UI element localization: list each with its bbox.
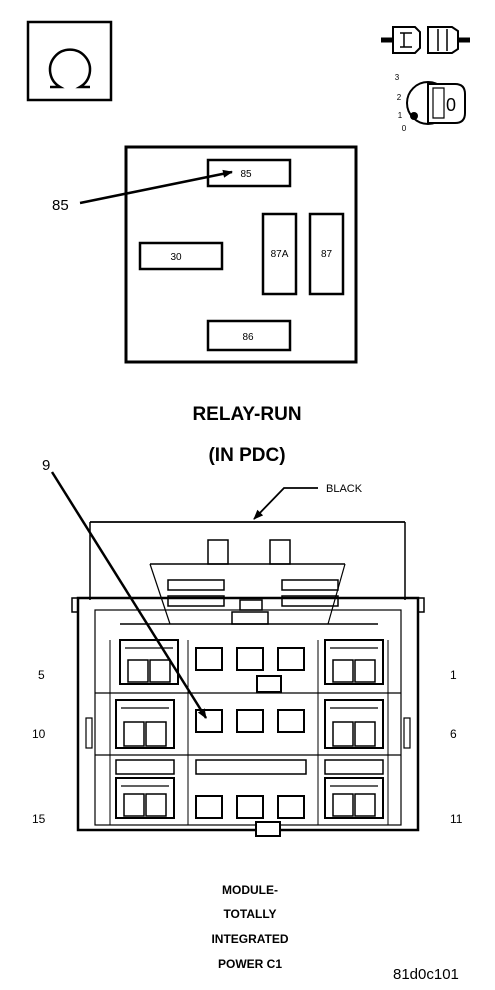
connector-body: [76, 596, 420, 832]
relay-body: [124, 145, 358, 364]
ignition-position-0: 0: [402, 124, 407, 133]
cavity-callout-arrow: [50, 471, 208, 719]
ignition-position-2: 2: [397, 93, 402, 102]
cavity-callout-label: 9: [42, 457, 50, 474]
ignition-position-3: 3: [395, 73, 400, 82]
relay-pinout: 85 30 87A 87 86 85: [52, 145, 358, 364]
connector-disconnect-icon: [381, 26, 470, 54]
relay-callout-label: 85: [52, 197, 69, 214]
row-label-left-2: 10: [32, 727, 46, 741]
row-label-right-1: 1: [450, 668, 457, 682]
relay-pin-87a-label: 87A: [271, 249, 289, 260]
relay-title-line1: RELAY-RUN: [192, 404, 301, 425]
relay-callout-arrow: [79, 169, 233, 205]
color-callout-line: [253, 487, 318, 520]
connector-color-label: BLACK: [326, 483, 363, 495]
row-label-left-1: 5: [38, 668, 45, 682]
ohm-meter-icon: [26, 20, 113, 102]
relay-pin-86: [206, 319, 292, 352]
relay-pin-30: [138, 241, 224, 271]
row-label-left-3: 15: [32, 812, 46, 826]
ignition-position-1: 1: [398, 111, 403, 120]
relay-pin-87-label: 87: [321, 249, 333, 260]
relay-pin-30-label: 30: [170, 252, 182, 263]
cavity-row-3: [115, 759, 384, 837]
relay-pin-85-label: 85: [240, 169, 252, 180]
connector-caption-line3: INTEGRATED: [211, 932, 288, 946]
connector-caption-line2: TOTALLY: [223, 907, 276, 921]
relay-title-line2: (IN PDC): [208, 445, 285, 466]
row-label-right-3: 11: [450, 812, 463, 826]
connector-caption-line4: POWER C1: [218, 957, 282, 971]
figure-code: 81d0c101: [393, 966, 459, 983]
ignition-key-label: 0: [446, 95, 456, 115]
relay-pin-87: [308, 212, 345, 296]
relay-pin-87a: [261, 212, 298, 296]
connector-c1: BLACK 9 5 10 15 1 6 11: [32, 457, 463, 837]
cavity-row-2: [115, 699, 384, 749]
relay-pin-86-label: 86: [242, 332, 254, 343]
cavity-row-1: [119, 639, 384, 693]
connector-caption-line1: MODULE-: [222, 883, 278, 897]
row-label-right-2: 6: [450, 727, 457, 741]
ignition-switch-icon: 3 2 1 0 0: [395, 73, 466, 133]
